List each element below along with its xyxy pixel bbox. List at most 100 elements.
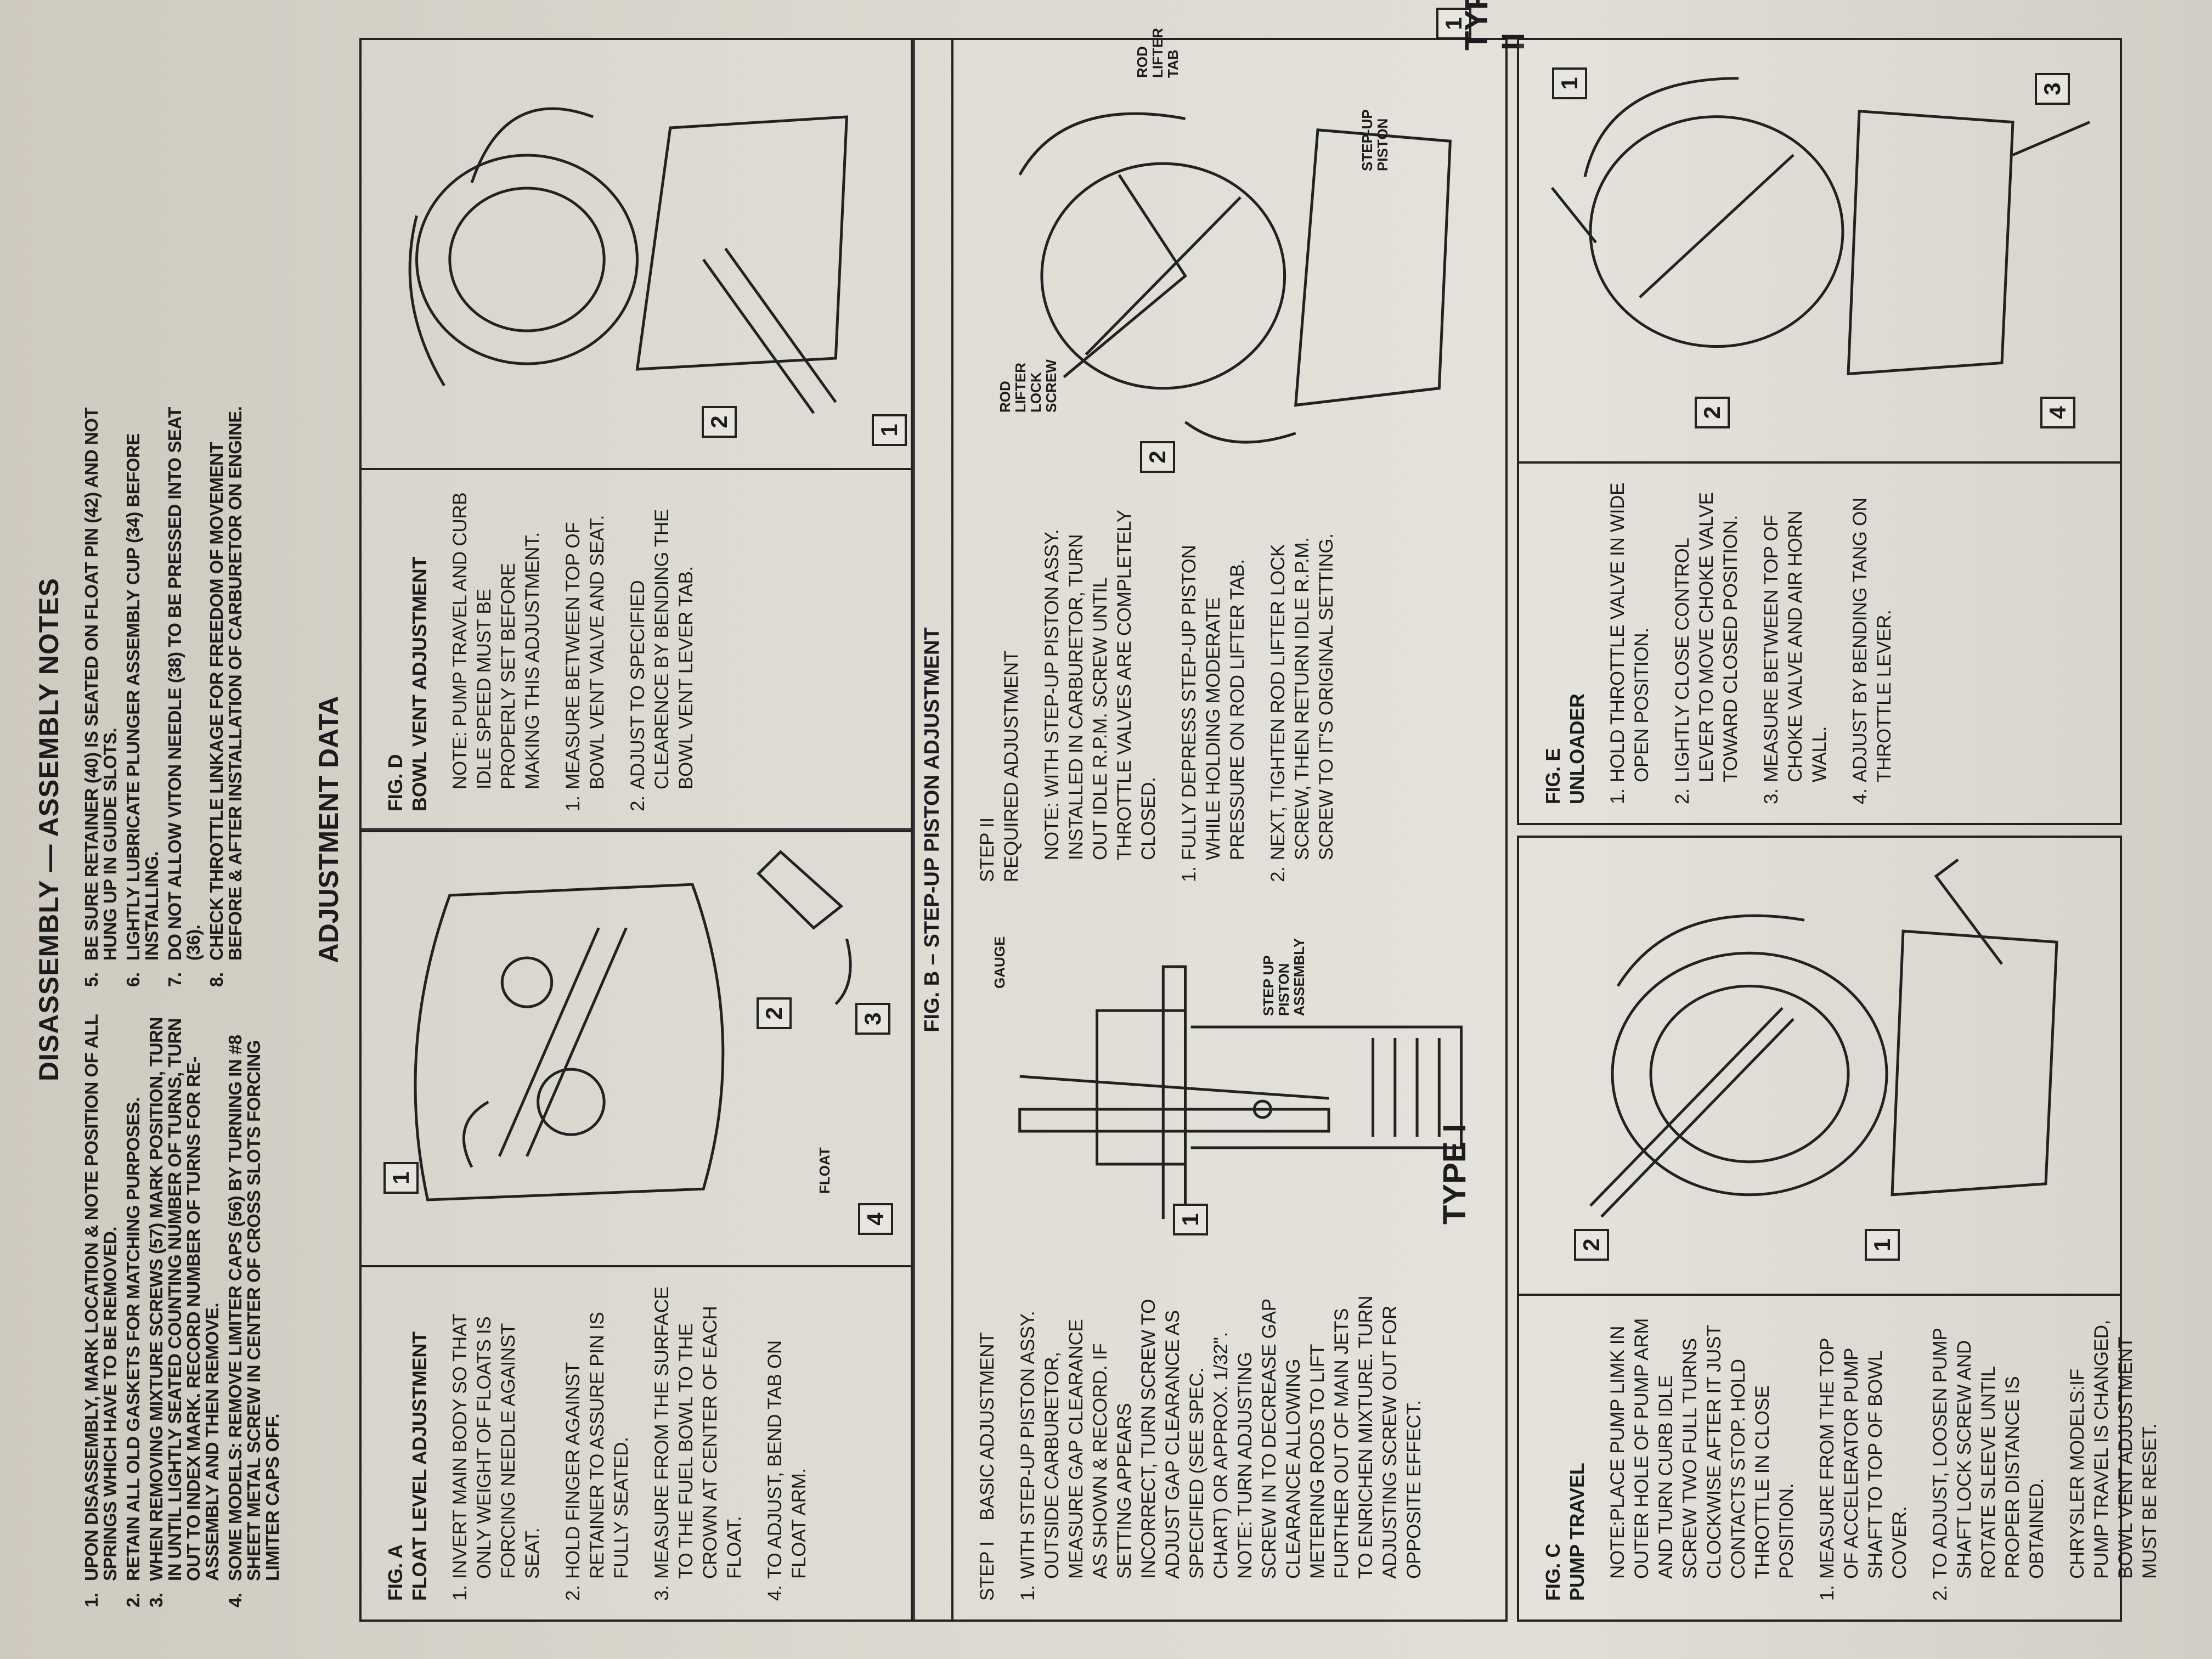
step-number: 1. — [1607, 788, 1628, 804]
step2-heading: STEP II — [977, 817, 998, 882]
step2-subheading: REQUIRED ADJUSTMENT — [1001, 650, 1022, 882]
fig-e-step: 3. MEASURE BETWEEN TOP OF CHOKE VALVE AND… — [1759, 475, 1832, 804]
type1-illustration: 1 GAUGE STEP UP PISTON ASSEMBLY TYPE I — [953, 901, 1505, 1274]
unloader-carburetor-drawing — [1551, 77, 2090, 376]
step-text: FULLY DEPRESS STEP-UP PISTON WHILE HOLDI… — [1178, 545, 1248, 860]
fig-b-step1-text: STEP I BASIC ADJUSTMENT 1.WITH STEP-UP P… — [953, 1273, 1505, 1620]
fig-a-step: 3. MEASURE FROM THE SURFACE TO THE FUEL B… — [650, 1286, 747, 1601]
note-item: 6.LIGHTLY LUBRICATE PLUNGER ASSEMBLY CUP… — [123, 383, 162, 987]
step-text: MEASURE BETWEEN TOP OF CHOKE VALVE AND A… — [1760, 510, 1830, 782]
fig-a-title: FLOAT LEVEL ADJUSTMENT — [408, 1331, 431, 1601]
callout-2: 2 — [1695, 397, 1730, 428]
step2-note: NOTE: WITH STEP-UP PISTON ASSY. INSTALLE… — [1041, 510, 1159, 860]
fig-e-illustration: 1 2 3 4 — [1519, 40, 2120, 464]
callout-4: 4 — [2040, 397, 2075, 428]
step-number: 3. — [1760, 788, 1782, 804]
note-text: WHEN REMOVING MIXTURE SCREWS (57) MARK P… — [146, 1017, 222, 1581]
note-number: 3. — [146, 1593, 166, 1607]
fig-a-step: 4. TO ADJUST, BEND TAB ON FLOAT ARM. — [763, 1286, 811, 1601]
step-number: 2. — [562, 1585, 584, 1601]
step-up-piston-assembly-label: STEP UP PISTON ASSEMBLY — [1260, 938, 1307, 1016]
fig-c-illustration: 2 1 — [1519, 838, 2120, 1296]
step-text: TO ADJUST, BEND TAB ON FLOAT ARM. — [764, 1340, 810, 1579]
step-text: HOLD FINGER AGAINST RETAINER TO ASSURE P… — [562, 1312, 632, 1579]
note-text: UPON DISASSEMBLY, MARK LOCATION & NOTE P… — [81, 1014, 120, 1581]
step-number: 2. — [627, 795, 648, 811]
note-item: 5. BE SURE RETAINER (40) IS SEATED ON FLO… — [81, 383, 120, 987]
note-item: 1. UPON DISASSEMBLY, MARK LOCATION & NOTE… — [81, 998, 120, 1607]
callout-3: 3 — [2035, 73, 2070, 105]
step-number: 1. — [1816, 1585, 1838, 1601]
notes-right-column: 5. BE SURE RETAINER (40) IS SEATED ON FLO… — [81, 383, 249, 987]
rod-lifter-tab-label: ROD LIFTER TAB — [1134, 28, 1181, 78]
note-number: 2. — [123, 1593, 143, 1607]
callout-1: 1 — [1173, 1204, 1208, 1235]
gauge-label: GAUGE — [991, 936, 1008, 989]
type2-carburetor-drawing — [1018, 112, 1452, 444]
pump-travel-carburetor-drawing — [1589, 859, 2058, 1218]
fig-a-text: FIG. A FLOAT LEVEL ADJUSTMENT 1.INVERT M… — [362, 1267, 913, 1620]
callout-3: 3 — [855, 1003, 890, 1035]
note-number: 1. — [81, 1593, 101, 1607]
step-number: 3. — [651, 1585, 673, 1601]
fig-c-step: 2. TO ADJUST, LOOSEN PUMP SHAFT LOCK SCRE… — [1928, 1310, 2049, 1601]
note-text: CHECK THROTTLE LINKAGE FOR FREEDOM OF MO… — [206, 406, 245, 961]
step-text: ADJUST TO SPECIFIED CLEARENCE BY BENDING… — [627, 509, 697, 789]
fig-d-text: FIG. D BOWL VENT ADJUSTMENT NOTE: PUMP T… — [362, 469, 913, 830]
fig-d-box: FIG. D BOWL VENT ADJUSTMENT NOTE: PUMP T… — [359, 38, 915, 832]
type-1-label: TYPE I — [1437, 1124, 1472, 1224]
note-text: BE SURE RETAINER (40) IS SEATED ON FLOAT… — [81, 407, 120, 961]
fig-c-step: 1.MEASURE FROM THE TOP OF ACCELERATOR PU… — [1815, 1310, 1912, 1601]
fig-d-step: 1.MEASURE BETWEEN TOP OF BOWL VENT VALVE… — [561, 488, 610, 811]
fig-e-box: FIG. E UNLOADER 1. HOLD THROTTLE VALVE IN… — [1517, 38, 2122, 825]
step-text: MEASURE FROM THE SURFACE TO THE FUEL BOW… — [651, 1286, 745, 1579]
type2-illustration: ROD LIFTER LOCK SCREW 2 ROD LIFTER TAB S… — [953, 0, 1531, 489]
bowl-vent-carburetor-drawing — [408, 107, 849, 414]
step-up-piston-label: STEP-UP PISTON — [1359, 109, 1391, 171]
chrysler-note: CHRYSLER MODELS:IF PUMP TRAVEL IS CHANGE… — [2067, 1319, 2160, 1579]
step-number: 1. — [562, 795, 584, 811]
note-text: DO NOT ALLOW VITON NEEDLE (38) TO BE PRE… — [165, 407, 204, 961]
notes-title: DISASSEMBLY — ASSEMBLY NOTES — [33, 577, 64, 1082]
fig-a-label: FIG. A — [384, 1544, 407, 1601]
fig-b-title: FIG. B – STEP-UP PISTON ADJUSTMENT — [913, 40, 953, 1620]
fig-e-step: 1. HOLD THROTTLE VALVE IN WIDE OPEN POSIT… — [1606, 475, 1654, 804]
step-number: 1. — [1178, 866, 1200, 882]
step-text: HOLD THROTTLE VALVE IN WIDE OPEN POSITIO… — [1607, 482, 1652, 782]
float-label: FLOAT — [816, 1147, 833, 1194]
fig-d-label: FIG. D — [384, 754, 407, 811]
fig-b-step2-text: STEP II REQUIRED ADJUSTMENT NOTE: WITH S… — [953, 479, 1505, 901]
step-number: 2. — [1929, 1585, 1951, 1601]
fig-e-title: UNLOADER — [1566, 693, 1588, 804]
fig-e-text: FIG. E UNLOADER 1. HOLD THROTTLE VALVE IN… — [1519, 456, 2120, 823]
note-number: 5. — [81, 972, 101, 987]
step-up-piston-drawing — [1018, 965, 1463, 1219]
fig-d-illustration: 2 1 — [362, 40, 913, 470]
callout-1: 1 — [1865, 1229, 1900, 1261]
step2-step: 2.NEXT, TIGHTEN ROD LIFTER LOCK SCREW, T… — [1266, 498, 1339, 882]
fig-e-step: 4. ADJUST BY BENDING TANG ON THROTTLE LEV… — [1848, 475, 1897, 804]
step-number: 4. — [764, 1585, 786, 1601]
fig-a-box: FIG. A FLOAT LEVEL ADJUSTMENT 1.INVERT M… — [359, 828, 915, 1622]
step-number: 2. — [1267, 866, 1289, 882]
step-number: 1. — [449, 1585, 471, 1601]
fig-c-label: FIG. C — [1542, 1543, 1564, 1601]
fig-c-note: NOTE:PLACE PUMP LIMK IN OUTER HOLE OF PU… — [1607, 1318, 1797, 1579]
note-text: RETAIN ALL OLD GASKETS FOR MATCHING PURP… — [123, 1097, 143, 1581]
callout-2: 2 — [757, 997, 792, 1029]
fig-a-step: 1.INVERT MAIN BODY SO THAT ONLY WEIGHT O… — [448, 1286, 545, 1601]
fig-a-step: 2. HOLD FINGER AGAINST RETAINER TO ASSURE… — [561, 1286, 634, 1601]
note-number: 7. — [165, 972, 185, 987]
step-text: TO ADJUST, LOOSEN PUMP SHAFT LOCK SCREW … — [1929, 1328, 2047, 1579]
step-number: 4. — [1849, 788, 1871, 804]
step-text: ADJUST BY BENDING TANG ON THROTTLE LEVER… — [1849, 498, 1895, 782]
fig-c-box: FIG. C PUMP TRAVEL NOTE:PLACE PUMP LIMK … — [1517, 836, 2160, 1622]
adjustment-data-heading: ADJUSTMENT DATA — [313, 696, 344, 963]
fig-e-label: FIG. E — [1542, 748, 1564, 804]
fig-e-step: 2.LIGHTLY CLOSE CONTROL LEVER TO MOVE CH… — [1671, 475, 1743, 804]
step1-heading: STEP I BASIC ADJUSTMENT — [977, 1332, 998, 1601]
step-text: WITH STEP-UP PISTON ASSY. OUTSIDE CARBUR… — [1017, 1295, 1425, 1579]
note-item: 4.SOME MODELS: REMOVE LIMITER CAPS (56) … — [225, 998, 283, 1607]
